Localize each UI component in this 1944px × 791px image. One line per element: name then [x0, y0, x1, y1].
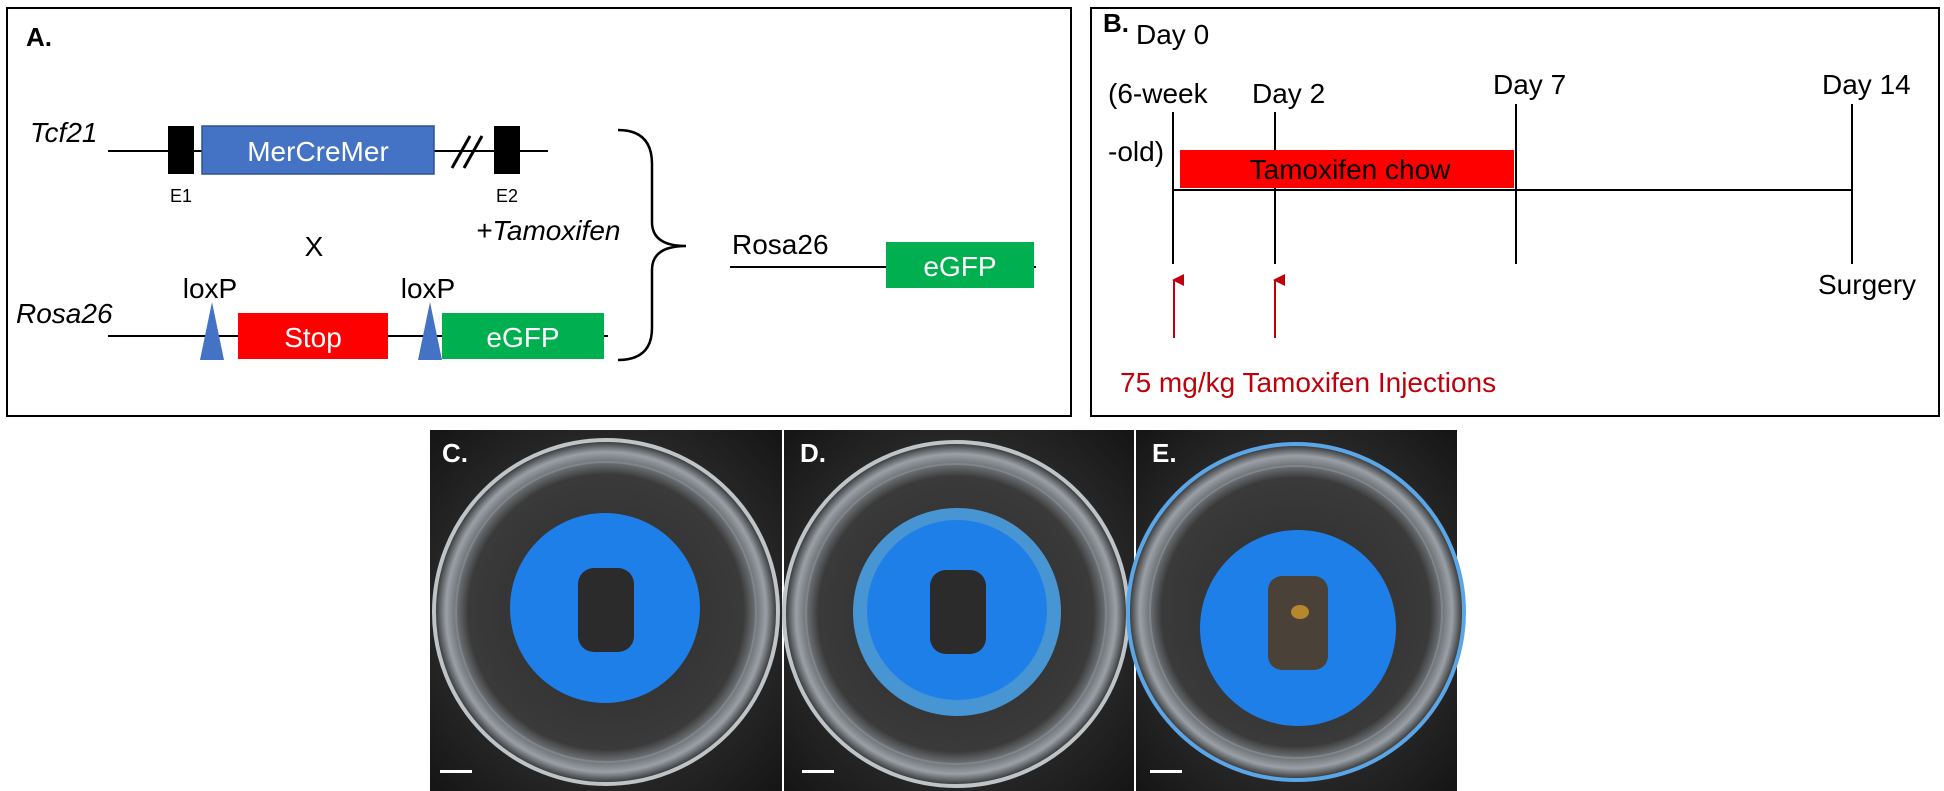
stop-label: Stop [284, 322, 342, 353]
tcf21-label: Tcf21 [30, 117, 97, 148]
photo-e: E. [1126, 430, 1466, 791]
day14-label: Day 14 [1822, 69, 1911, 100]
window-c [578, 568, 634, 652]
photo-c-label: C. [442, 438, 468, 468]
tamoxifen-chow-bar [1180, 150, 1514, 188]
day0-label: Day 0 [1136, 19, 1209, 50]
dish-inner-rim-e [1149, 465, 1443, 759]
window-e [1268, 576, 1328, 670]
window-d [930, 570, 986, 654]
egfp-box-left [442, 313, 604, 359]
dish-inner-rim-d [805, 463, 1107, 765]
day2-label: Day 2 [1252, 78, 1325, 109]
egfp-label-right: eGFP [923, 251, 996, 282]
loxp-label-1: loxP [183, 273, 237, 304]
exon-e2 [494, 126, 520, 174]
photo-d: D. [782, 430, 1134, 791]
age-label-line1: (6-week [1108, 78, 1209, 109]
photo-e-label: E. [1152, 438, 1177, 468]
egfp-box-right [886, 242, 1034, 288]
loxp-label-2: loxP [401, 273, 455, 304]
photo-d-label: D. [800, 438, 826, 468]
surgery-label: Surgery [1818, 269, 1916, 300]
mercremer-label: MerCreMer [247, 136, 389, 167]
scale-bar-c [440, 770, 472, 773]
exon-e1 [168, 126, 194, 174]
e1-label: E1 [170, 186, 192, 206]
loxp-triangle-1 [200, 302, 224, 360]
injections-label: 75 mg/kg Tamoxifen Injections [1120, 367, 1496, 398]
scale-bar-e [1150, 770, 1182, 773]
age-label-line2: -old) [1108, 136, 1164, 167]
tissue-spot-e [1291, 605, 1309, 619]
tamoxifen-chow-label: Tamoxifen chow [1250, 154, 1452, 185]
scale-bar-d [802, 770, 834, 773]
panel-b-label: B. [1103, 8, 1129, 38]
panel-a-label: A. [26, 22, 52, 52]
panel-a: A. Tcf21 MerCreMer E1 E2 X Rosa26 loxP S… [6, 7, 1072, 417]
curly-brace [617, 128, 687, 362]
mercremer-box [201, 125, 435, 175]
dish-inner-rim-c [455, 461, 757, 763]
e2-label: E2 [496, 186, 518, 206]
panel-b: B. Day 0 (6-week -old) Day 2 Day 7 Day 1… [1090, 7, 1940, 417]
rosa26-label-right: Rosa26 [732, 229, 829, 260]
rosa26-label-left: Rosa26 [16, 298, 113, 329]
break-symbol [450, 135, 484, 169]
loxp-triangle-2 [418, 302, 442, 360]
tamoxifen-label: +Tamoxifen [476, 215, 621, 246]
egfp-label-left: eGFP [486, 322, 559, 353]
photo-c: C. [430, 430, 782, 791]
stop-box [238, 313, 388, 359]
day7-label: Day 7 [1493, 69, 1566, 100]
cross-symbol: X [305, 231, 324, 262]
